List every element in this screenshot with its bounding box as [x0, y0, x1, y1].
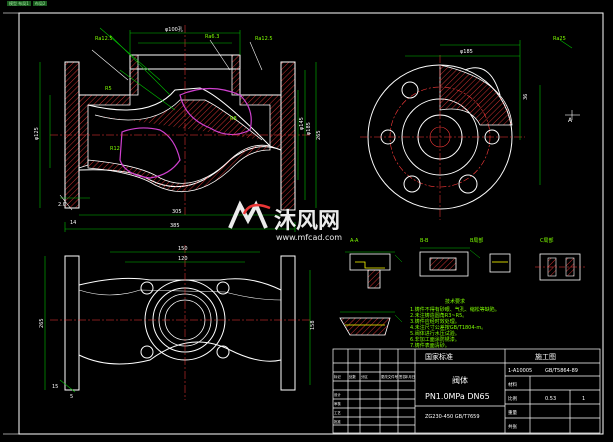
row-label: 分区: [361, 374, 368, 379]
title-qty: 1: [582, 396, 585, 402]
end-dim-36: 36: [523, 94, 529, 100]
bolt-hole: [458, 174, 478, 194]
dim-height: 265: [316, 130, 322, 140]
watermark-url: www.mfcad.com: [276, 233, 342, 242]
section-mark-a: A: [568, 117, 573, 124]
dim-chamfer: 2.0: [58, 202, 66, 208]
notes-title: 技术要求: [445, 298, 465, 305]
note-line: 4.未注尺寸公差按GB/T1804-m。: [410, 324, 486, 331]
sign-label: 审核: [334, 401, 341, 406]
sign-label: 工艺: [334, 410, 341, 415]
watermark: 沐风网 www.mfcad.com: [228, 200, 342, 242]
note-line: 6.非加工面涂防锈漆。: [410, 336, 460, 343]
row-label: 年月日: [405, 374, 415, 379]
top-plan-view[interactable]: 150 120 15 265 158 5: [39, 245, 316, 400]
watermark-brand: 沐风网: [274, 209, 340, 234]
tab-model[interactable]: 模型 布局1: [7, 1, 31, 6]
plan-dim-120: 120: [178, 256, 188, 262]
title-code2: GB/T5864-89: [545, 368, 578, 374]
svg-text:Ra6.3: Ra6.3: [205, 34, 219, 40]
note-line: 7.铸件表面清砂。: [410, 342, 450, 349]
section-cavity-upper: [179, 87, 252, 136]
bolt-hole: [403, 175, 421, 193]
detail-label-bb: B-B: [420, 238, 429, 244]
svg-text:Ra12.5: Ra12.5: [95, 36, 113, 42]
technical-notes: 技术要求 1.铸件不得有砂眼、气孔、缩松等缺陷。 2.未注铸造圆角R3~R5。 …: [410, 298, 500, 349]
dim-top-bore: φ100孔: [165, 26, 183, 33]
title-drawing-type: 施工图: [535, 352, 556, 361]
label-weight: 重量: [508, 409, 517, 416]
end-dim-od: φ185: [460, 49, 473, 55]
plan-dim-150: 150: [178, 246, 188, 252]
title-scale: 0.53: [545, 396, 556, 402]
sheet-frame: [18, 12, 604, 435]
svg-text:R5: R5: [105, 86, 112, 92]
plan-dim-158: 158: [310, 320, 316, 330]
tab-layout2[interactable]: 布局2: [32, 1, 48, 6]
sign-label: 批准: [334, 419, 341, 424]
row-label: 更改文件号: [381, 374, 399, 379]
bolt-hole: [484, 129, 500, 145]
title-std: 国家标准: [425, 352, 453, 361]
layout-tabs[interactable]: 模型 布局1 布局2: [7, 1, 48, 7]
detail-label-c: B局部: [470, 237, 483, 244]
dim-left-od: φ125: [34, 127, 40, 140]
label-material: 材料: [508, 381, 517, 388]
plan-dim-5: 5: [70, 394, 73, 400]
label-scale: 比例: [508, 395, 517, 402]
label-sheet: 共张: [508, 423, 517, 430]
svg-text:Ra12.5: Ra12.5: [255, 36, 273, 42]
title-block[interactable]: [332, 348, 601, 434]
section-cavity-lower: [119, 127, 181, 179]
note-line: 1.铸件不得有砂眼、气孔、缩松等缺陷。: [410, 306, 500, 313]
note-line: 3.铸件应经时效处理。: [410, 318, 460, 325]
note-line: 2.未注铸造圆角R3~R5。: [410, 312, 467, 319]
right-flange: [280, 61, 296, 211]
detail-label-d: C局部: [540, 237, 554, 244]
bolt-hole: [401, 81, 419, 99]
plan-dim-15: 15: [52, 384, 58, 390]
dim-bolt-circle: φ145: [299, 117, 305, 130]
row-label: 签名: [399, 374, 406, 379]
end-view-circle[interactable]: φ185 36 A Ra25: [360, 36, 580, 220]
detail-label-aa: A-A: [350, 238, 359, 244]
mf-logo-icon: [228, 200, 271, 229]
dim-flange-od: φ185: [306, 122, 312, 135]
plan-dim-265: 265: [39, 318, 45, 328]
svg-text:Ra25: Ra25: [553, 36, 566, 42]
dim-flange-thk: 14: [70, 220, 76, 226]
row-label: 处数: [349, 374, 356, 379]
dim-overall-length: 385: [170, 223, 180, 229]
title-code1: 1-A10005: [508, 368, 532, 374]
sign-label: 设计: [334, 392, 341, 397]
title-spec: PN1.0MPa DN65: [425, 392, 490, 401]
svg-text:R8: R8: [230, 116, 237, 122]
note-line: 5.阀体进行水压试验。: [410, 330, 460, 337]
front-section-view[interactable]: φ100孔 385 305 265 φ185 φ145 φ125 14 2.0 …: [34, 25, 322, 232]
detail-views[interactable]: A-A B-B B局部 C局部: [339, 237, 585, 336]
row-label: 标记: [334, 374, 341, 379]
svg-text:R12: R12: [110, 146, 120, 152]
title-material: ZG230-450 GB/T7659: [425, 414, 480, 420]
dim-body-length: 305: [172, 209, 182, 215]
title-part-name: 阀体: [452, 375, 468, 385]
